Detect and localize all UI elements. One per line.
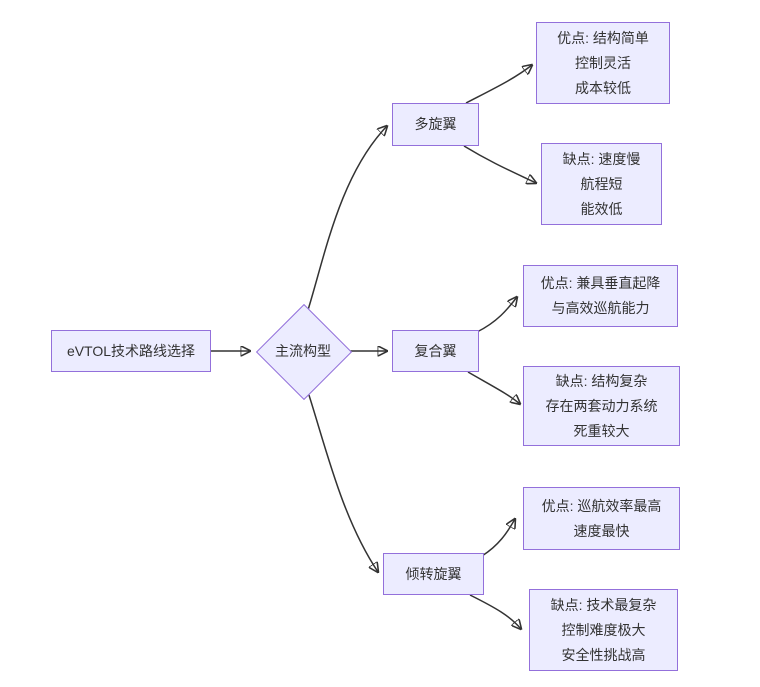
edge-compound-to-cons — [467, 371, 520, 404]
edge-multirotor-to-pros — [465, 65, 532, 104]
edge-decision-to-multirotor — [307, 126, 387, 311]
cons-line: 缺点: 技术最复杂 — [550, 596, 657, 613]
pros-line: 优点: 兼具垂直起降 — [540, 275, 661, 291]
node-compound-label: 复合翼 — [414, 342, 457, 359]
edge-compound-to-pros — [476, 297, 517, 333]
edge-tiltrotor-to-cons — [469, 594, 521, 629]
node-decision-label: 主流构型 — [275, 343, 331, 359]
cons-line: 缺点: 速度慢 — [562, 150, 641, 167]
node-tiltrotor-label: 倾转旋翼 — [405, 565, 462, 582]
pros-line: 控制灵活 — [575, 54, 631, 71]
node-start: eVTOL技术路线选择 — [51, 330, 211, 372]
edge-tiltrotor-to-pros — [481, 519, 515, 557]
node-compound-cons: 缺点: 结构复杂 存在两套动力系统 死重较大 — [523, 366, 680, 446]
node-compound: 复合翼 — [392, 330, 479, 372]
edge-multirotor-to-cons — [463, 145, 536, 183]
node-multirotor-label: 多旋翼 — [414, 116, 457, 132]
pros-line: 与高效巡航能力 — [551, 300, 650, 316]
cons-line: 死重较大 — [573, 422, 630, 439]
edge-decision-to-tiltrotor — [307, 391, 378, 572]
cons-line: 能效低 — [580, 200, 623, 217]
cons-line: 航程短 — [580, 175, 623, 192]
node-multirotor-cons: 缺点: 速度慢 航程短 能效低 — [541, 143, 662, 225]
cons-line: 缺点: 结构复杂 — [555, 372, 648, 389]
node-tiltrotor: 倾转旋翼 — [383, 553, 484, 595]
node-tiltrotor-pros: 优点: 巡航效率最高 速度最快 — [523, 487, 680, 550]
cons-line: 控制难度极大 — [561, 621, 646, 638]
node-compound-pros: 优点: 兼具垂直起降 与高效巡航能力 — [523, 265, 678, 327]
node-start-label: eVTOL技术路线选择 — [66, 342, 196, 359]
node-tiltrotor-cons: 缺点: 技术最复杂 控制难度极大 安全性挑战高 — [529, 589, 678, 671]
pros-line: 优点: 巡航效率最高 — [541, 497, 662, 514]
node-multirotor: 多旋翼 — [392, 103, 479, 146]
node-multirotor-pros: 优点: 结构简单 控制灵活 成本较低 — [536, 22, 670, 104]
cons-line: 安全性挑战高 — [561, 646, 646, 663]
pros-line: 速度最快 — [573, 522, 630, 539]
cons-line: 存在两套动力系统 — [545, 397, 658, 414]
pros-line: 成本较低 — [575, 79, 631, 96]
pros-line: 优点: 结构简单 — [557, 29, 649, 46]
node-decision: 主流构型 — [255, 303, 353, 401]
